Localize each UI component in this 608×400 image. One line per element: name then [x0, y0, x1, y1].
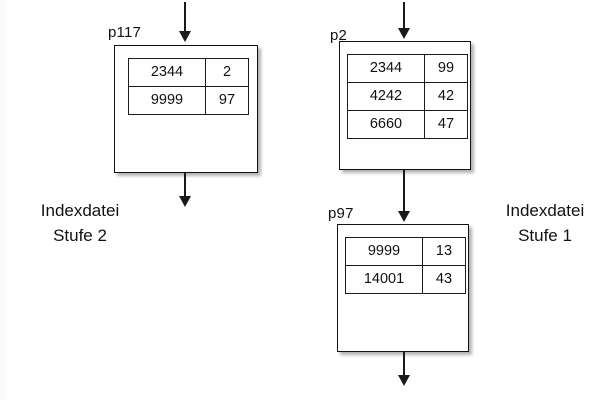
cell-pointer: 13 [422, 237, 466, 266]
table-row: 9999 13 [345, 237, 466, 266]
cell-key: 9999 [345, 237, 423, 266]
table-row: 2344 99 [347, 54, 468, 83]
key-table-p2: 2344 99 4242 42 6660 47 [347, 54, 468, 139]
arrow-out-of-p97-shaft [403, 352, 405, 376]
cell-key: 2344 [347, 54, 425, 83]
arrow-out-of-p117-head [179, 196, 191, 207]
cell-key: 14001 [345, 265, 423, 294]
arrow-out-of-p117-shaft [184, 173, 186, 197]
arrow-p2-to-p97-head [398, 211, 410, 222]
cell-pointer: 47 [424, 110, 468, 139]
cell-key: 4242 [347, 82, 425, 111]
key-table-p117: 2344 2 9999 97 [128, 58, 249, 115]
arrow-into-p117-head [179, 31, 191, 42]
table-row: 6660 47 [347, 110, 468, 139]
caption-indexdatei-stufe-1: Indexdatei Stufe 1 [485, 198, 605, 248]
table-row: 9999 97 [128, 86, 249, 115]
table-row: 14001 43 [345, 265, 466, 294]
node-label-p117: p117 [108, 24, 142, 41]
left-gutter [0, 0, 6, 400]
caption-indexdatei-stufe-2: Indexdatei Stufe 2 [12, 198, 148, 248]
cell-pointer: 97 [205, 86, 249, 115]
table-row: 2344 2 [128, 58, 249, 87]
key-table-p97: 9999 13 14001 43 [345, 237, 466, 294]
cell-pointer: 42 [424, 82, 468, 111]
table-row: 4242 42 [347, 82, 468, 111]
cell-key: 6660 [347, 110, 425, 139]
cell-pointer: 99 [424, 54, 468, 83]
arrow-p2-to-p97-shaft [403, 170, 405, 212]
caption-line-1: Indexdatei [505, 201, 585, 220]
cell-key: 9999 [128, 86, 206, 115]
caption-line-2: Stufe 2 [53, 226, 107, 245]
caption-line-2: Stufe 1 [518, 226, 572, 245]
cell-key: 2344 [128, 58, 206, 87]
cell-pointer: 2 [205, 58, 249, 87]
arrow-out-of-p97-head [398, 375, 410, 386]
node-label-p97: p97 [328, 205, 354, 222]
arrow-into-p117-shaft [184, 2, 186, 33]
caption-line-1: Indexdatei [40, 201, 120, 220]
arrow-into-p2-head [398, 28, 410, 39]
node-label-p2: p2 [330, 27, 348, 44]
cell-pointer: 43 [422, 265, 466, 294]
arrow-into-p2-shaft [403, 2, 405, 30]
